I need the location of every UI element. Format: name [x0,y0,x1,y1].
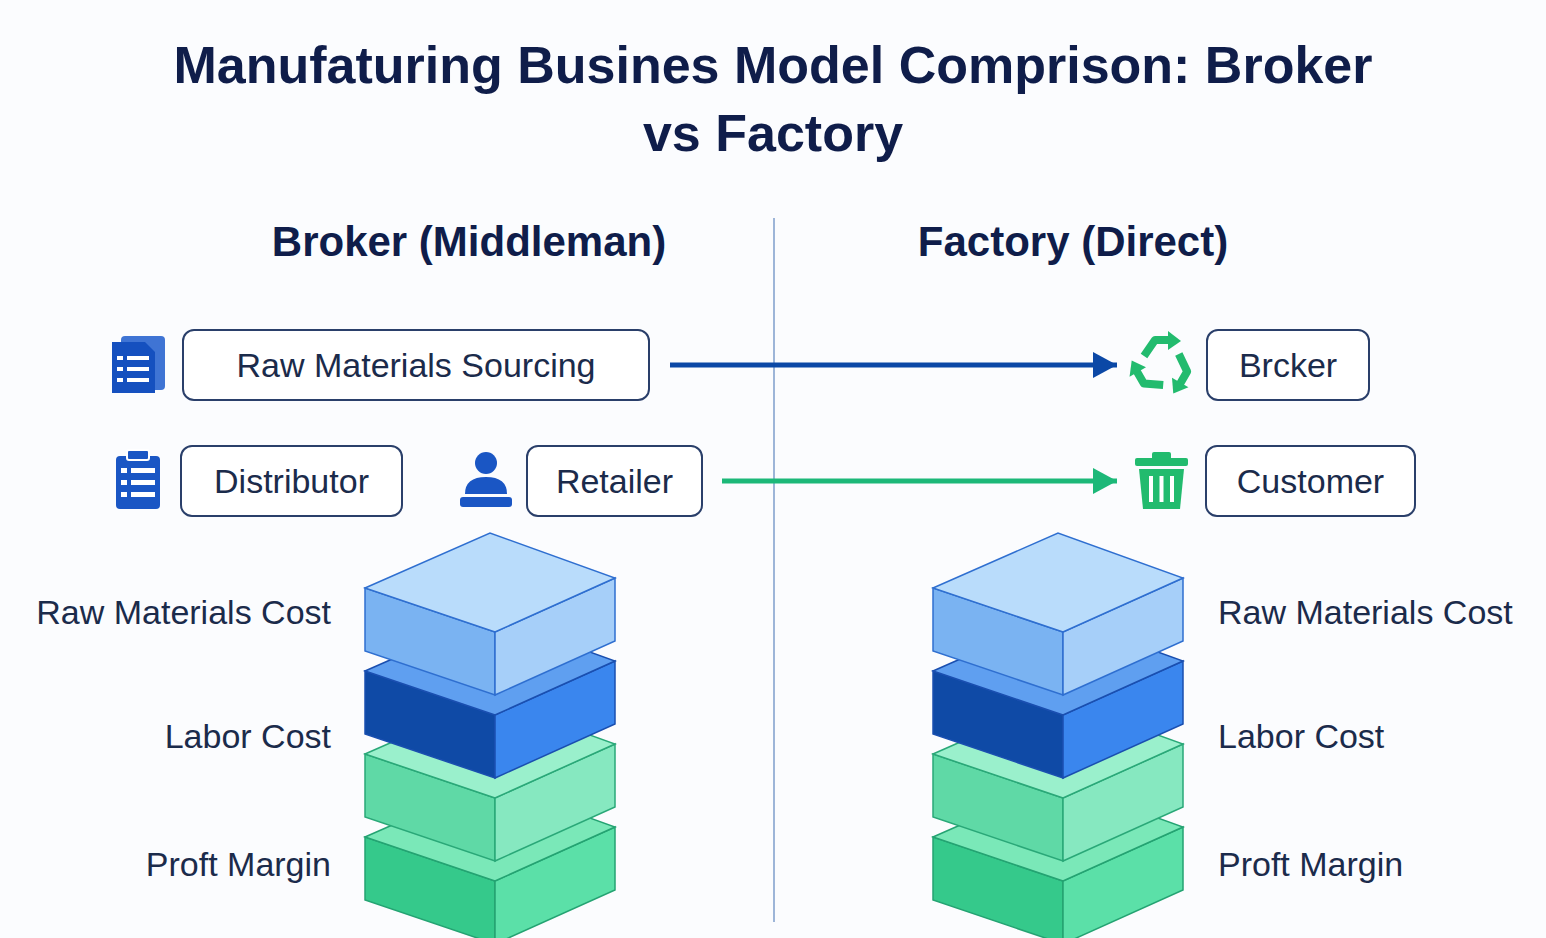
icon-sheet [112,342,155,393]
person-icon [460,452,512,507]
icon-bin [1139,469,1184,509]
recycle-icon [1123,331,1200,398]
flow-arrow [722,479,1117,484]
icon-line [127,367,149,371]
icon-body [465,477,507,494]
icon-line [131,480,155,485]
materials-block [365,533,615,695]
box-text: Raw Materials Sourcing [236,346,595,385]
process-box: Retailer [526,445,703,517]
box-text: Distributor [214,462,369,501]
icon-line [121,492,127,497]
recycle-arrow [1144,331,1181,356]
document-icon [112,336,165,393]
process-box: Customer [1205,445,1416,517]
box-text: Retailer [556,462,673,501]
column-divider [773,218,775,922]
stack-label: Labor Cost [1218,717,1384,756]
icon-base [460,497,512,507]
stack-label: Proft Margin [146,845,331,884]
icon-line [1149,476,1153,502]
icon-line [131,492,155,497]
flow-arrow [670,363,1117,368]
icon-line [117,356,123,360]
icon-head [475,452,497,474]
stack-label: Labor Cost [165,717,331,756]
stack-label: Raw Materials Cost [36,593,331,632]
icon-line [127,356,149,360]
icon-line [117,367,123,371]
stack-label: Raw Materials Cost [1218,593,1513,632]
recycle-arrow [1123,353,1163,398]
icon-line [1170,476,1174,502]
clipboard-icon [116,450,160,509]
icon-line [121,468,127,473]
icon-line [117,378,123,382]
column-heading: Broker (Middleman) [272,218,666,266]
recycle-arrow [1160,354,1200,399]
icon-line [127,378,149,382]
icon-line [131,468,155,473]
icon-lid [1135,458,1188,466]
process-box: Brcker [1206,329,1370,401]
trash-icon [1135,452,1188,509]
column-heading: Factory (Direct) [918,218,1228,266]
icon-line [121,480,127,485]
box-text: Brcker [1239,346,1337,385]
process-box: Raw Materials Sourcing [182,329,650,401]
icon-clip [127,450,149,460]
stack-label: Proft Margin [1218,845,1403,884]
process-box: Distributor [180,445,403,517]
diagram-title: Manufaturing Busines Model Comprison: Br… [173,31,1373,167]
icon-line [1160,476,1164,502]
box-text: Customer [1237,462,1384,501]
icon-board [116,456,160,509]
materials-block [933,533,1183,695]
